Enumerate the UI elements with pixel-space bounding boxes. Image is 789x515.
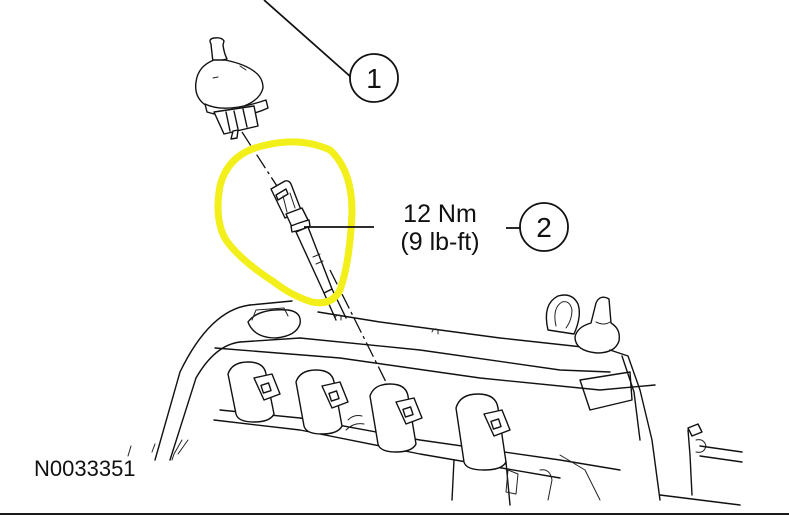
part-1-connector-cap xyxy=(194,37,269,140)
callout-2-circle xyxy=(519,202,569,252)
torque-imperial: (9 lb-ft) xyxy=(400,228,479,256)
torque-metric: 12 Nm xyxy=(403,200,477,228)
callout-1-leader xyxy=(263,0,353,79)
ignition-coils xyxy=(227,361,601,506)
callout-2: 12 Nm (9 lb-ft) 2 xyxy=(304,200,569,256)
callout-1: 1 xyxy=(263,0,399,103)
figure-id: N0033351 xyxy=(34,456,136,481)
callout-1-number: 1 xyxy=(366,63,382,94)
coil-1 xyxy=(227,361,281,423)
callout-2-number: 2 xyxy=(536,212,552,243)
callout-1-circle xyxy=(349,53,399,103)
highlight-annotation xyxy=(214,138,356,307)
coil-2 xyxy=(295,369,349,435)
bottom-rule xyxy=(0,513,789,515)
coil-3 xyxy=(345,383,423,453)
sketch-marks xyxy=(127,439,189,461)
coil-4 xyxy=(451,393,511,506)
engine-valve-cover xyxy=(154,294,743,506)
